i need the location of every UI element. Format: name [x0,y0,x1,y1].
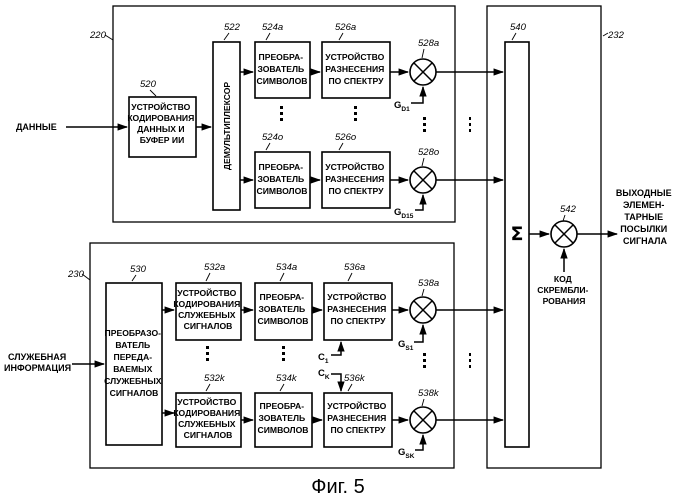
multiplier-528a [410,59,436,85]
leader-524o [266,143,270,150]
ref-528o: 528o [418,147,439,158]
leader-522 [224,33,229,40]
leader-528a [422,49,424,58]
leader-540 [512,33,516,40]
leader-520 [150,90,156,96]
ref-526a: 526a [335,22,356,33]
gain-gd15-label: GD15 [394,207,414,220]
scrambler-multiplier [551,221,577,247]
leader-530 [132,275,136,281]
leader-534a [280,273,284,281]
spreader-a-text: УСТРОЙСТВО РАЗНЕСЕНИЯ ПО СПЕКТРУ [325,51,386,86]
ref-540: 540 [510,22,527,33]
ref-220: 220 [89,30,107,41]
symbol-mapper-a-text: ПРЕОБРА- ЗОВАТЕЛЬ СИМВОЛОВ [257,52,308,86]
ref-536a: 536a [344,262,365,273]
control-spreader-k-text: УСТРОЙСТВО РАЗНЕСЕНИЯ ПО СПЕКТРУ [327,400,388,435]
ref-526o: 526o [335,132,356,143]
leader-526o [339,143,343,150]
ref-520: 520 [140,79,157,90]
code-c1-arrow [331,342,341,355]
gain-gd1-arrow [411,87,423,103]
symbol-mapper-o-text: ПРЕОБРА- ЗОВАТЕЛЬ СИМВОЛОВ [257,162,308,196]
ref-534a: 534a [276,262,297,273]
ref-534k: 534k [276,373,298,384]
gain-gsk-arrow [415,435,423,450]
control-symbol-mapper-a-text: ПРЕОБРА- ЗОВАТЕЛЬ СИМВОЛОВ [258,292,309,326]
spreader-o-text: УСТРОЙСТВО РАЗНЕСЕНИЯ ПО СПЕКТРУ [325,161,386,196]
code-ck-label: CK [318,368,330,381]
control-symbol-mapper-k-text: ПРЕОБРА- ЗОВАТЕЛЬ СИМВОЛОВ [258,401,309,435]
output-label: ВЫХОДНЫЕ ЭЛЕМЕН- ТАРНЫЕ ПОСЫЛКИ СИГНАЛА [616,188,674,246]
control-channel-ellipsis [206,346,471,368]
demultiplexer-text: ДЕМУЛЬТИПЛЕКСОР [222,82,232,171]
gain-gd15-arrow [415,195,423,210]
ref-524o: 524o [262,132,283,143]
ref-538a: 538a [418,278,439,289]
leader-532k [206,384,210,391]
code-ck-arrow [331,374,341,391]
code-c1-label: C1 [318,352,329,365]
combiner-group-frame [487,6,601,468]
leader-220 [105,35,113,40]
multiplier-538k [410,407,436,433]
ref-524a: 524a [262,22,283,33]
leader-528o [422,158,424,166]
control-spreader-a-text: УСТРОЙСТВО РАЗНЕСЕНИЯ ПО СПЕКТРУ [327,291,388,326]
leader-534k [280,384,284,391]
ref-538k: 538k [418,388,440,399]
ref-530: 530 [130,264,147,275]
ref-536k: 536k [344,373,366,384]
multiplier-528o [410,167,436,193]
leader-526a [339,33,343,40]
gain-gs1-label: GS1 [398,339,414,352]
data-input-label: ДАННЫЕ [16,122,57,132]
leader-532a [206,273,210,281]
figure-caption: Фиг. 5 [311,476,364,498]
ref-532a: 532a [204,262,225,273]
data-channel-ellipsis [280,106,471,132]
summer-symbol: Σ [511,223,524,245]
ref-232: 232 [607,30,625,41]
multiplier-538a [410,297,436,323]
leader-524a [266,33,270,40]
control-input-label: СЛУЖЕБНАЯ ИНФОРМАЦИЯ [4,352,71,373]
leader-538k [422,399,424,406]
ref-528a: 528a [418,38,439,49]
leader-536k [348,384,352,391]
scramble-code-label: КОД СКРЕМБЛИ- РОВАНИЯ [537,274,591,306]
leader-542 [563,215,565,221]
leader-536a [348,273,352,281]
ref-542: 542 [560,204,577,215]
ref-532k: 532k [204,373,226,384]
leader-538a [422,289,424,296]
gain-gsk-label: GSK [398,447,415,460]
gain-gd1-label: GD1 [394,100,410,113]
gain-gs1-arrow [414,325,423,342]
ref-522: 522 [224,22,241,33]
